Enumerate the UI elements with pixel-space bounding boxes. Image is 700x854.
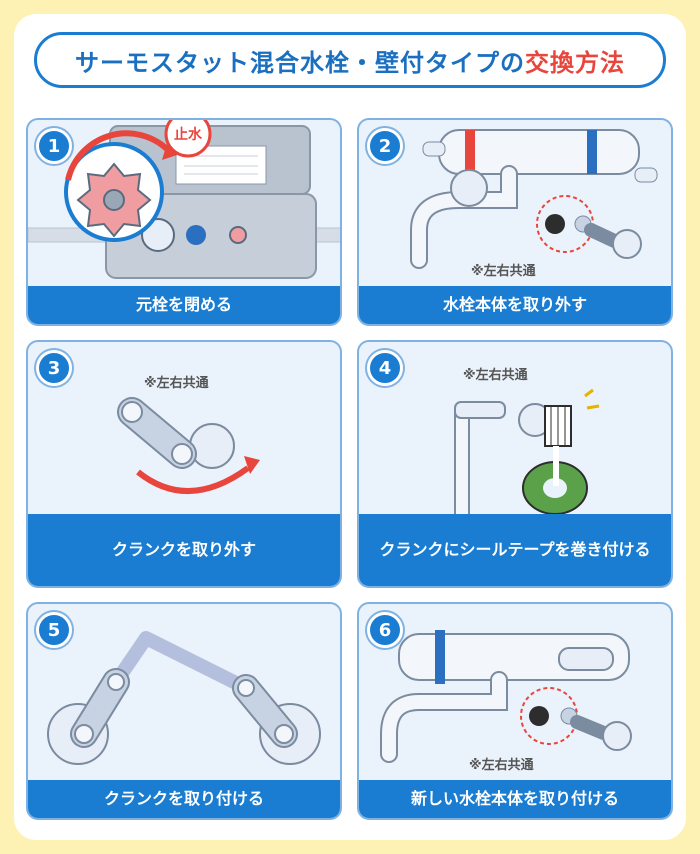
step-caption: 水栓本体を取り外す	[359, 286, 671, 324]
crank-install-illustration	[47, 631, 321, 765]
step-number-badge: 4	[367, 350, 403, 386]
step-card-2: 2 ※左右共通 水栓本体を取り外す	[357, 118, 673, 326]
step-number-badge: 3	[36, 350, 72, 386]
note-both-sides: ※左右共通	[463, 368, 528, 383]
step-number-badge: 6	[367, 612, 403, 648]
step-number-badge: 1	[36, 128, 72, 164]
step-caption: 元栓を閉める	[28, 286, 340, 324]
faucet-removal-illustration	[410, 129, 658, 269]
faucet-install-illustration	[380, 630, 632, 763]
note-both-sides: ※左右共通	[471, 264, 536, 279]
step-caption: クランクを取り外す	[28, 514, 340, 586]
step-card-3: 3 ※左右共通 クランクを取り外す	[26, 340, 342, 588]
title-main: サーモスタット混合水栓・壁付タイプの	[75, 48, 525, 77]
stop-water-label: 止水	[174, 127, 202, 143]
step-caption: クランクにシールテープを巻き付ける	[359, 514, 671, 586]
water-meter-illustration	[28, 120, 340, 279]
crank-removal-illustration	[117, 397, 260, 494]
step-card-5: 5 クランクを取り付ける	[26, 602, 342, 820]
step-caption: クランクを取り付ける	[28, 780, 340, 818]
title-accent: 交換方法	[525, 48, 625, 77]
seal-tape-illustration	[454, 388, 600, 517]
step-number-badge: 2	[367, 128, 403, 164]
note-both-sides: ※左右共通	[144, 376, 209, 391]
page-title: サーモスタット混合水栓・壁付タイプの交換方法	[34, 32, 666, 88]
step-card-4: 4 ※左右共通 クランクにシールテープを巻き付ける	[357, 340, 673, 588]
step-card-1: 1 止水 元栓を閉める	[26, 118, 342, 326]
step-caption: 新しい水栓本体を取り付ける	[359, 780, 671, 818]
step-number-badge: 5	[36, 612, 72, 648]
note-both-sides: ※左右共通	[469, 758, 534, 773]
step-card-6: 6 ※左右共通 新しい水栓本体を取り付ける	[357, 602, 673, 820]
